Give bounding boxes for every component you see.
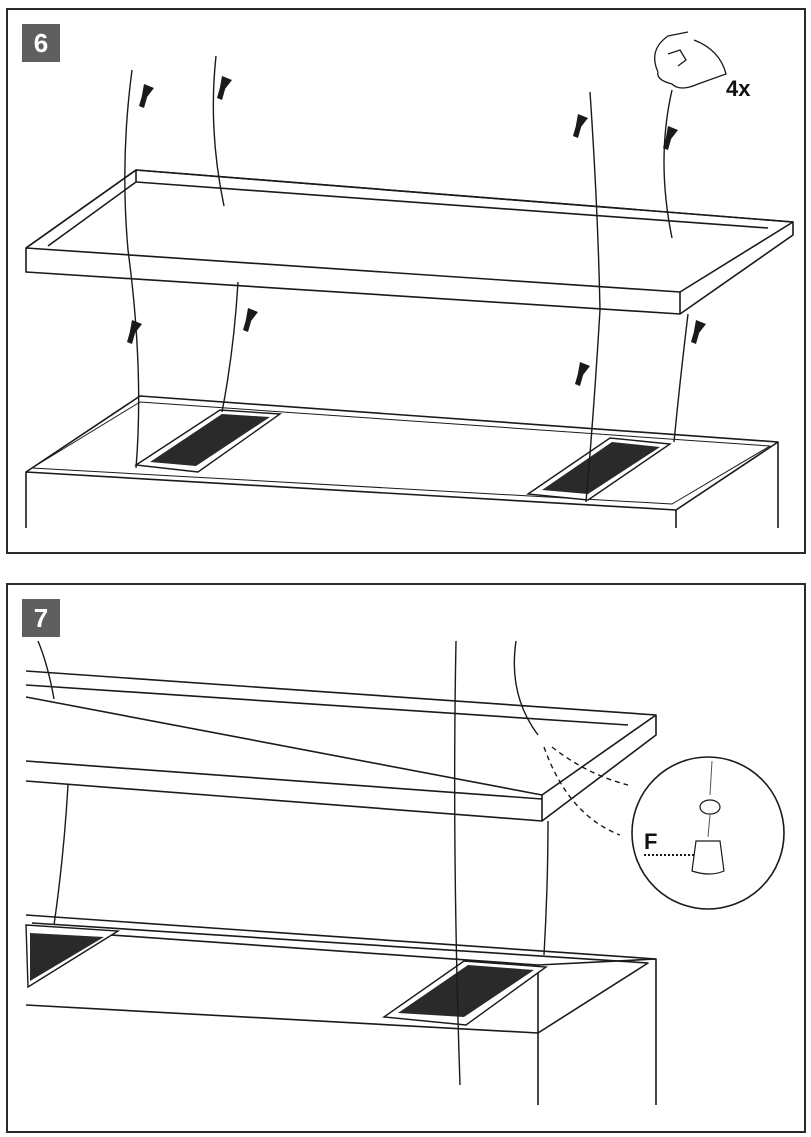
vent-grille-right [526,437,672,501]
step-6-panel: 6 4x [6,8,806,554]
step-number-badge: 7 [22,599,60,637]
vent-grille [382,960,548,1026]
quantity-label: 4x [726,76,751,101]
vent-grille-left [133,409,283,473]
part-label-f: F [644,829,658,854]
step-7-illustration [25,640,785,1105]
hand-icon [654,31,727,89]
detail-callout [631,756,785,910]
step-7-panel: 7 F [6,583,806,1133]
step-number-badge: 6 [22,24,60,62]
step-6-illustration [25,31,794,528]
up-arrow-icons [127,76,706,386]
